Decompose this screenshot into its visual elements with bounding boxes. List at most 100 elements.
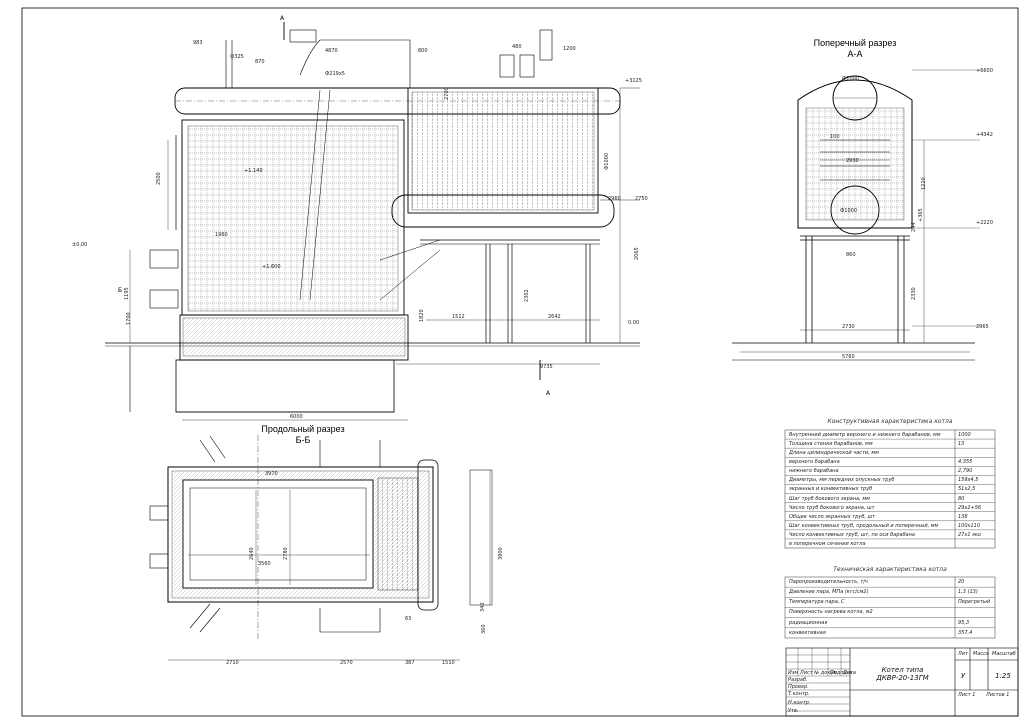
table-row-label: нижнего барабана <box>789 468 839 475</box>
tb-doc-name-line1: Котел типа <box>881 666 924 674</box>
table-row-value: 51х2,5 <box>958 486 976 493</box>
dimension-label: 2302 <box>524 289 530 302</box>
dimension-label: 1820 <box>419 309 425 322</box>
table-row-value: 138 <box>958 513 968 520</box>
dimension-label: +4342 <box>976 132 993 138</box>
side-view <box>105 22 640 421</box>
dimension-label: Ф1000 <box>604 153 610 170</box>
tb-role-ncontr: Н.контр. <box>788 700 811 706</box>
tb-lit-value: У <box>960 672 966 680</box>
dimension-label: 2700 <box>444 87 450 100</box>
title-block-grid <box>785 647 1019 717</box>
dimension-label: 2330 <box>911 287 917 300</box>
dimension-label: 1510 <box>442 660 455 666</box>
table-row-value: 2,790 <box>958 468 973 475</box>
dimension-label: 2570 <box>340 660 353 666</box>
table-row-value: 357,4 <box>958 629 973 636</box>
dimension-label: 4870 <box>325 48 338 54</box>
table-row-label: Число конвективных труб, шт, по оси бара… <box>789 531 915 538</box>
cross-section-view <box>732 69 980 361</box>
table-row-label: Температура пара, С <box>789 599 845 606</box>
dimension-label: Ф1000 <box>840 208 857 214</box>
dimension-label: 244 <box>911 222 917 232</box>
dimension-label: +6600 <box>976 68 993 74</box>
convective-section <box>407 87 599 214</box>
lower-drum <box>391 194 615 228</box>
table-row-value: 100х110 <box>958 522 981 529</box>
table-row-label: радиационная <box>789 619 828 626</box>
tb-scale-value: 1:25 <box>995 672 1011 680</box>
tb-col-doc: № докум. <box>814 670 839 676</box>
tb-role-dev: Разраб. <box>788 677 808 683</box>
table-row-value: 159х4,5 <box>958 477 979 484</box>
table-row-label: Шаг труб бокового экрана, мм <box>789 495 870 502</box>
dimension-label: 2930 <box>846 158 859 164</box>
dimension-label: 387 <box>405 660 415 666</box>
dimension-label: 1960 <box>215 232 228 238</box>
dimension-label: 340 <box>480 602 486 612</box>
table-row-value: 27х1 эко <box>958 531 981 538</box>
tb-role-tcontr: Т.контр. <box>788 691 810 697</box>
construction-table-grid <box>784 429 996 549</box>
table-row-value: 29х2+56 <box>958 504 982 511</box>
dimension-label: 3560 <box>258 561 271 567</box>
dimension-label: 1195 <box>124 287 130 300</box>
dimension-label: 1220 <box>921 177 927 190</box>
cross-section-title: Поперечный разрез А-А <box>800 38 910 60</box>
dimension-label: 1700 <box>126 312 132 325</box>
dimension-label: +1.140 <box>244 168 263 174</box>
table-row-value: 20 <box>958 579 965 585</box>
dimension-label: 870 <box>255 59 265 65</box>
long-outer-wall <box>167 466 434 603</box>
dimension-label: 2730 <box>842 324 855 330</box>
tb-hdr-mass: Масса <box>973 651 989 657</box>
dimension-label: +1.600 <box>262 264 281 270</box>
dimension-label: 983 <box>193 40 203 46</box>
table-row-label: Число труб бокового экрана, шт <box>789 504 875 511</box>
long-section-title-text: Продольный разрез <box>261 424 345 434</box>
table-row-label: Толщина стенки барабанов, мм <box>789 441 873 448</box>
dimension-label: Ф1000 <box>842 76 859 82</box>
tb-col-date: Дата <box>843 670 856 676</box>
dimension-label: +2220 <box>976 220 993 226</box>
table-row-label: Общее число экранных труб, шт <box>789 513 876 520</box>
table-row-value: 1,3 (13) <box>958 589 978 596</box>
dimension-label: 2710 <box>226 660 239 666</box>
cut-label-b: Б <box>118 287 122 294</box>
cross-section-title-text: Поперечный разрез <box>813 38 897 48</box>
tb-doc-name: Котел типа ДКВР-20-13ГМ <box>855 666 950 682</box>
construction-table-title: Конструктивная характеристика котла <box>827 418 953 425</box>
tb-hdr-lit: Лит <box>958 651 968 657</box>
dimension-label: Ф219х5 <box>325 71 345 77</box>
dimension-label: 2780 <box>283 547 289 560</box>
table-row-value: 4,355 <box>958 459 973 466</box>
dimension-label: +3125 <box>625 78 642 84</box>
tb-sheets: Листов 1 <box>986 692 1010 698</box>
technical-table-title: Техническая характеристика котла <box>833 566 947 573</box>
table-row-label: Длина цилиндрической части, мм <box>789 450 879 457</box>
cut-label-a-bottom: А <box>546 390 551 397</box>
table-row-label: Паропроизводительность, т/ч <box>789 579 868 585</box>
long-section-view <box>149 435 493 661</box>
dimension-label: 2960 <box>608 196 621 202</box>
dimension-label: 3970 <box>265 471 278 477</box>
dimension-label: 63 <box>405 616 411 622</box>
dimension-label: 800 <box>418 48 428 54</box>
table-row-label: Давление пара, МПа (кгс/см2) <box>789 589 869 596</box>
table-row-label: Диаметры, мм передних опускных труб <box>789 477 895 484</box>
dimension-label: 2640 <box>249 547 255 560</box>
cross-lower-drum <box>830 185 880 235</box>
table-row-label: верхнего барабана <box>789 459 840 466</box>
table-row-value: 13 <box>958 441 965 448</box>
tb-col-list: Лист <box>800 670 813 676</box>
dimension-label: 2642 <box>548 314 561 320</box>
table-row-label: в поперечном сечении котла <box>789 540 866 547</box>
cross-view-dims: +6600+4342+22202930Ф10001220273057608602… <box>830 68 993 360</box>
tb-col-sign: Подпись <box>830 670 853 676</box>
sheet-border <box>21 7 1019 717</box>
cross-section-subtitle: А-А <box>847 49 863 59</box>
tb-sheet: Лист 1 <box>958 692 976 698</box>
dimension-label: 480 <box>512 44 522 50</box>
table-row-label: Шаг конвективных труб, продольный и попе… <box>789 522 939 529</box>
